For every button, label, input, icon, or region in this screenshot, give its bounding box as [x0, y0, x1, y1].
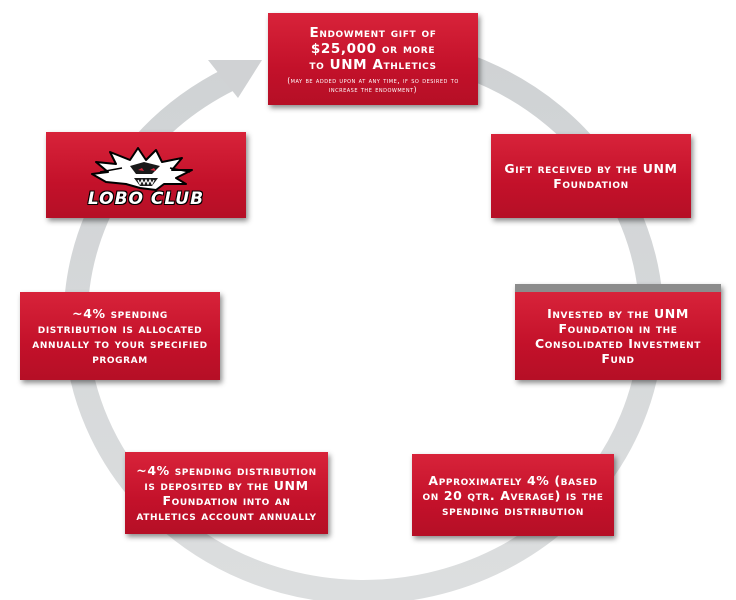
- step-invested: Invested by the UNM Foundation in the Co…: [515, 284, 721, 380]
- endowment-line-1: Endowment gift of: [309, 24, 437, 41]
- step-allocated: ~4% spending distribution is allocated a…: [20, 292, 220, 380]
- step-endowment-gift: Endowment gift of $25,000 or more to UNM…: [268, 13, 478, 105]
- step-gift-received: Gift received by the UNM Foundation: [491, 134, 691, 218]
- wolf-head-icon: [91, 146, 193, 191]
- lobo-club-logo: LOBO CLUB: [46, 132, 246, 218]
- allocated-text: ~4% spending distribution is allocated a…: [32, 306, 208, 366]
- lobo-club-wordmark: LOBO CLUB: [87, 188, 205, 209]
- invested-text: Invested by the UNM Foundation in the Co…: [535, 306, 701, 366]
- deposited-text: ~4% spending distribution is deposited b…: [136, 463, 317, 523]
- cycle-arrowhead: [208, 60, 262, 98]
- gift-received-text: Gift received by the UNM Foundation: [504, 161, 678, 191]
- endowment-note: (may be added upon at any time, if so de…: [287, 75, 459, 94]
- endowment-line-3: to UNM Athletics: [309, 56, 437, 73]
- endowment-line-2: $25,000 or more: [310, 40, 436, 57]
- step-deposited: ~4% spending distribution is deposited b…: [125, 452, 328, 534]
- step-spending-rate: Approximately 4% (based on 20 qtr. Avera…: [412, 454, 614, 536]
- spending-rate-text: Approximately 4% (based on 20 qtr. Avera…: [422, 472, 604, 518]
